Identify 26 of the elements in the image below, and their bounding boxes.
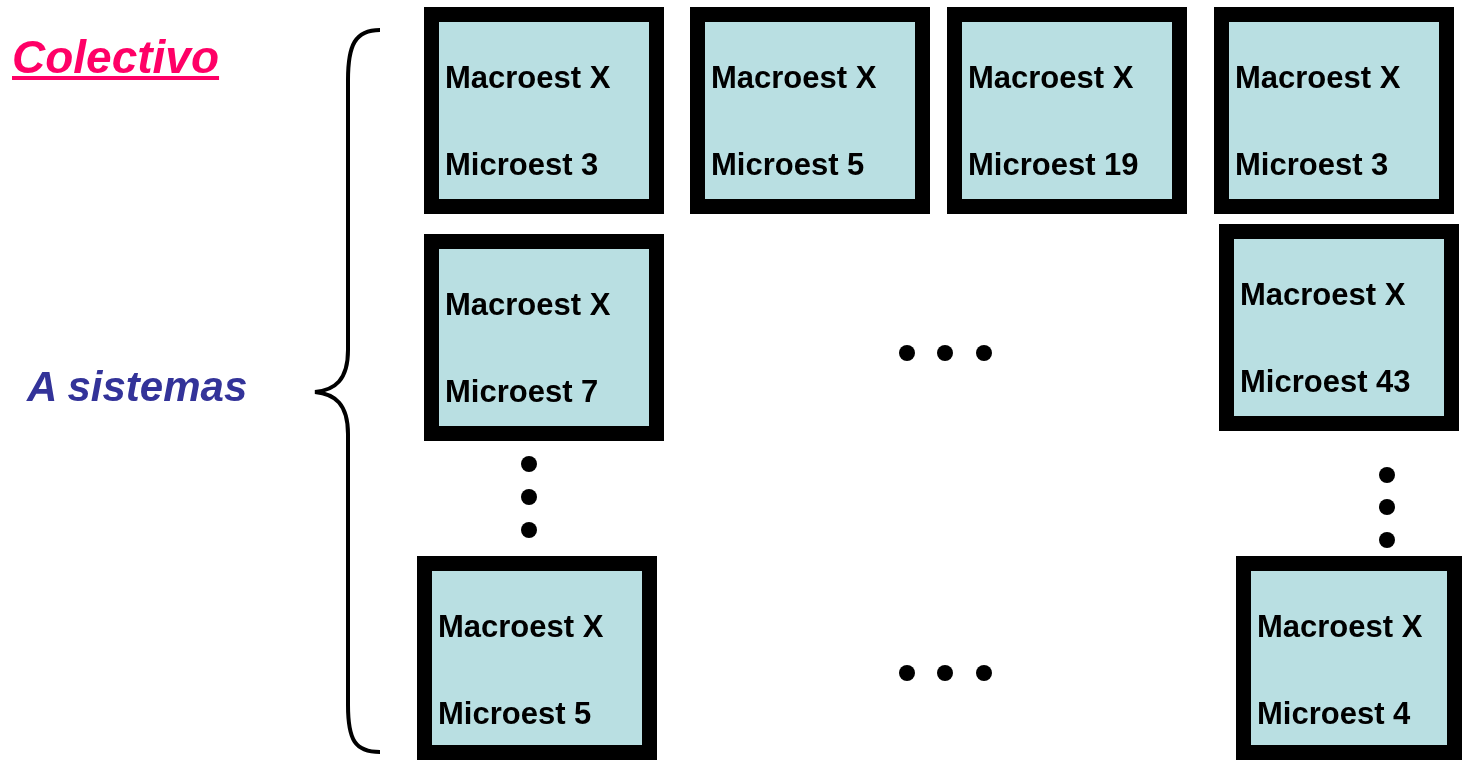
microstate-label: Microest 43 [1240, 364, 1411, 400]
state-box [1219, 224, 1459, 431]
microstate-label: Microest 19 [968, 147, 1139, 183]
state-box [424, 234, 664, 441]
state-box [1236, 556, 1462, 760]
side-label: A sistemas [27, 362, 248, 412]
title: Colectivo [12, 30, 220, 84]
macrostate-label: Macroest X [445, 287, 611, 323]
macrostate-label: Macroest X [1235, 60, 1401, 96]
microstate-label: Microest 5 [711, 147, 865, 183]
microstate-label: Microest 5 [438, 696, 592, 732]
macrostate-label: Macroest X [711, 60, 877, 96]
state-box [1214, 7, 1454, 214]
macrostate-label: Macroest X [438, 609, 604, 645]
state-box [947, 7, 1187, 214]
macrostate-label: Macroest X [445, 60, 611, 96]
microstate-label: Microest 3 [1235, 147, 1389, 183]
microstate-label: Microest 3 [445, 147, 599, 183]
state-box [417, 556, 657, 760]
microstate-label: Microest 7 [445, 374, 599, 410]
macrostate-label: Macroest X [1240, 277, 1406, 313]
state-box [424, 7, 664, 214]
macrostate-label: Macroest X [1257, 609, 1423, 645]
microstate-label: Microest 4 [1257, 696, 1411, 732]
state-box [690, 7, 930, 214]
macrostate-label: Macroest X [968, 60, 1134, 96]
